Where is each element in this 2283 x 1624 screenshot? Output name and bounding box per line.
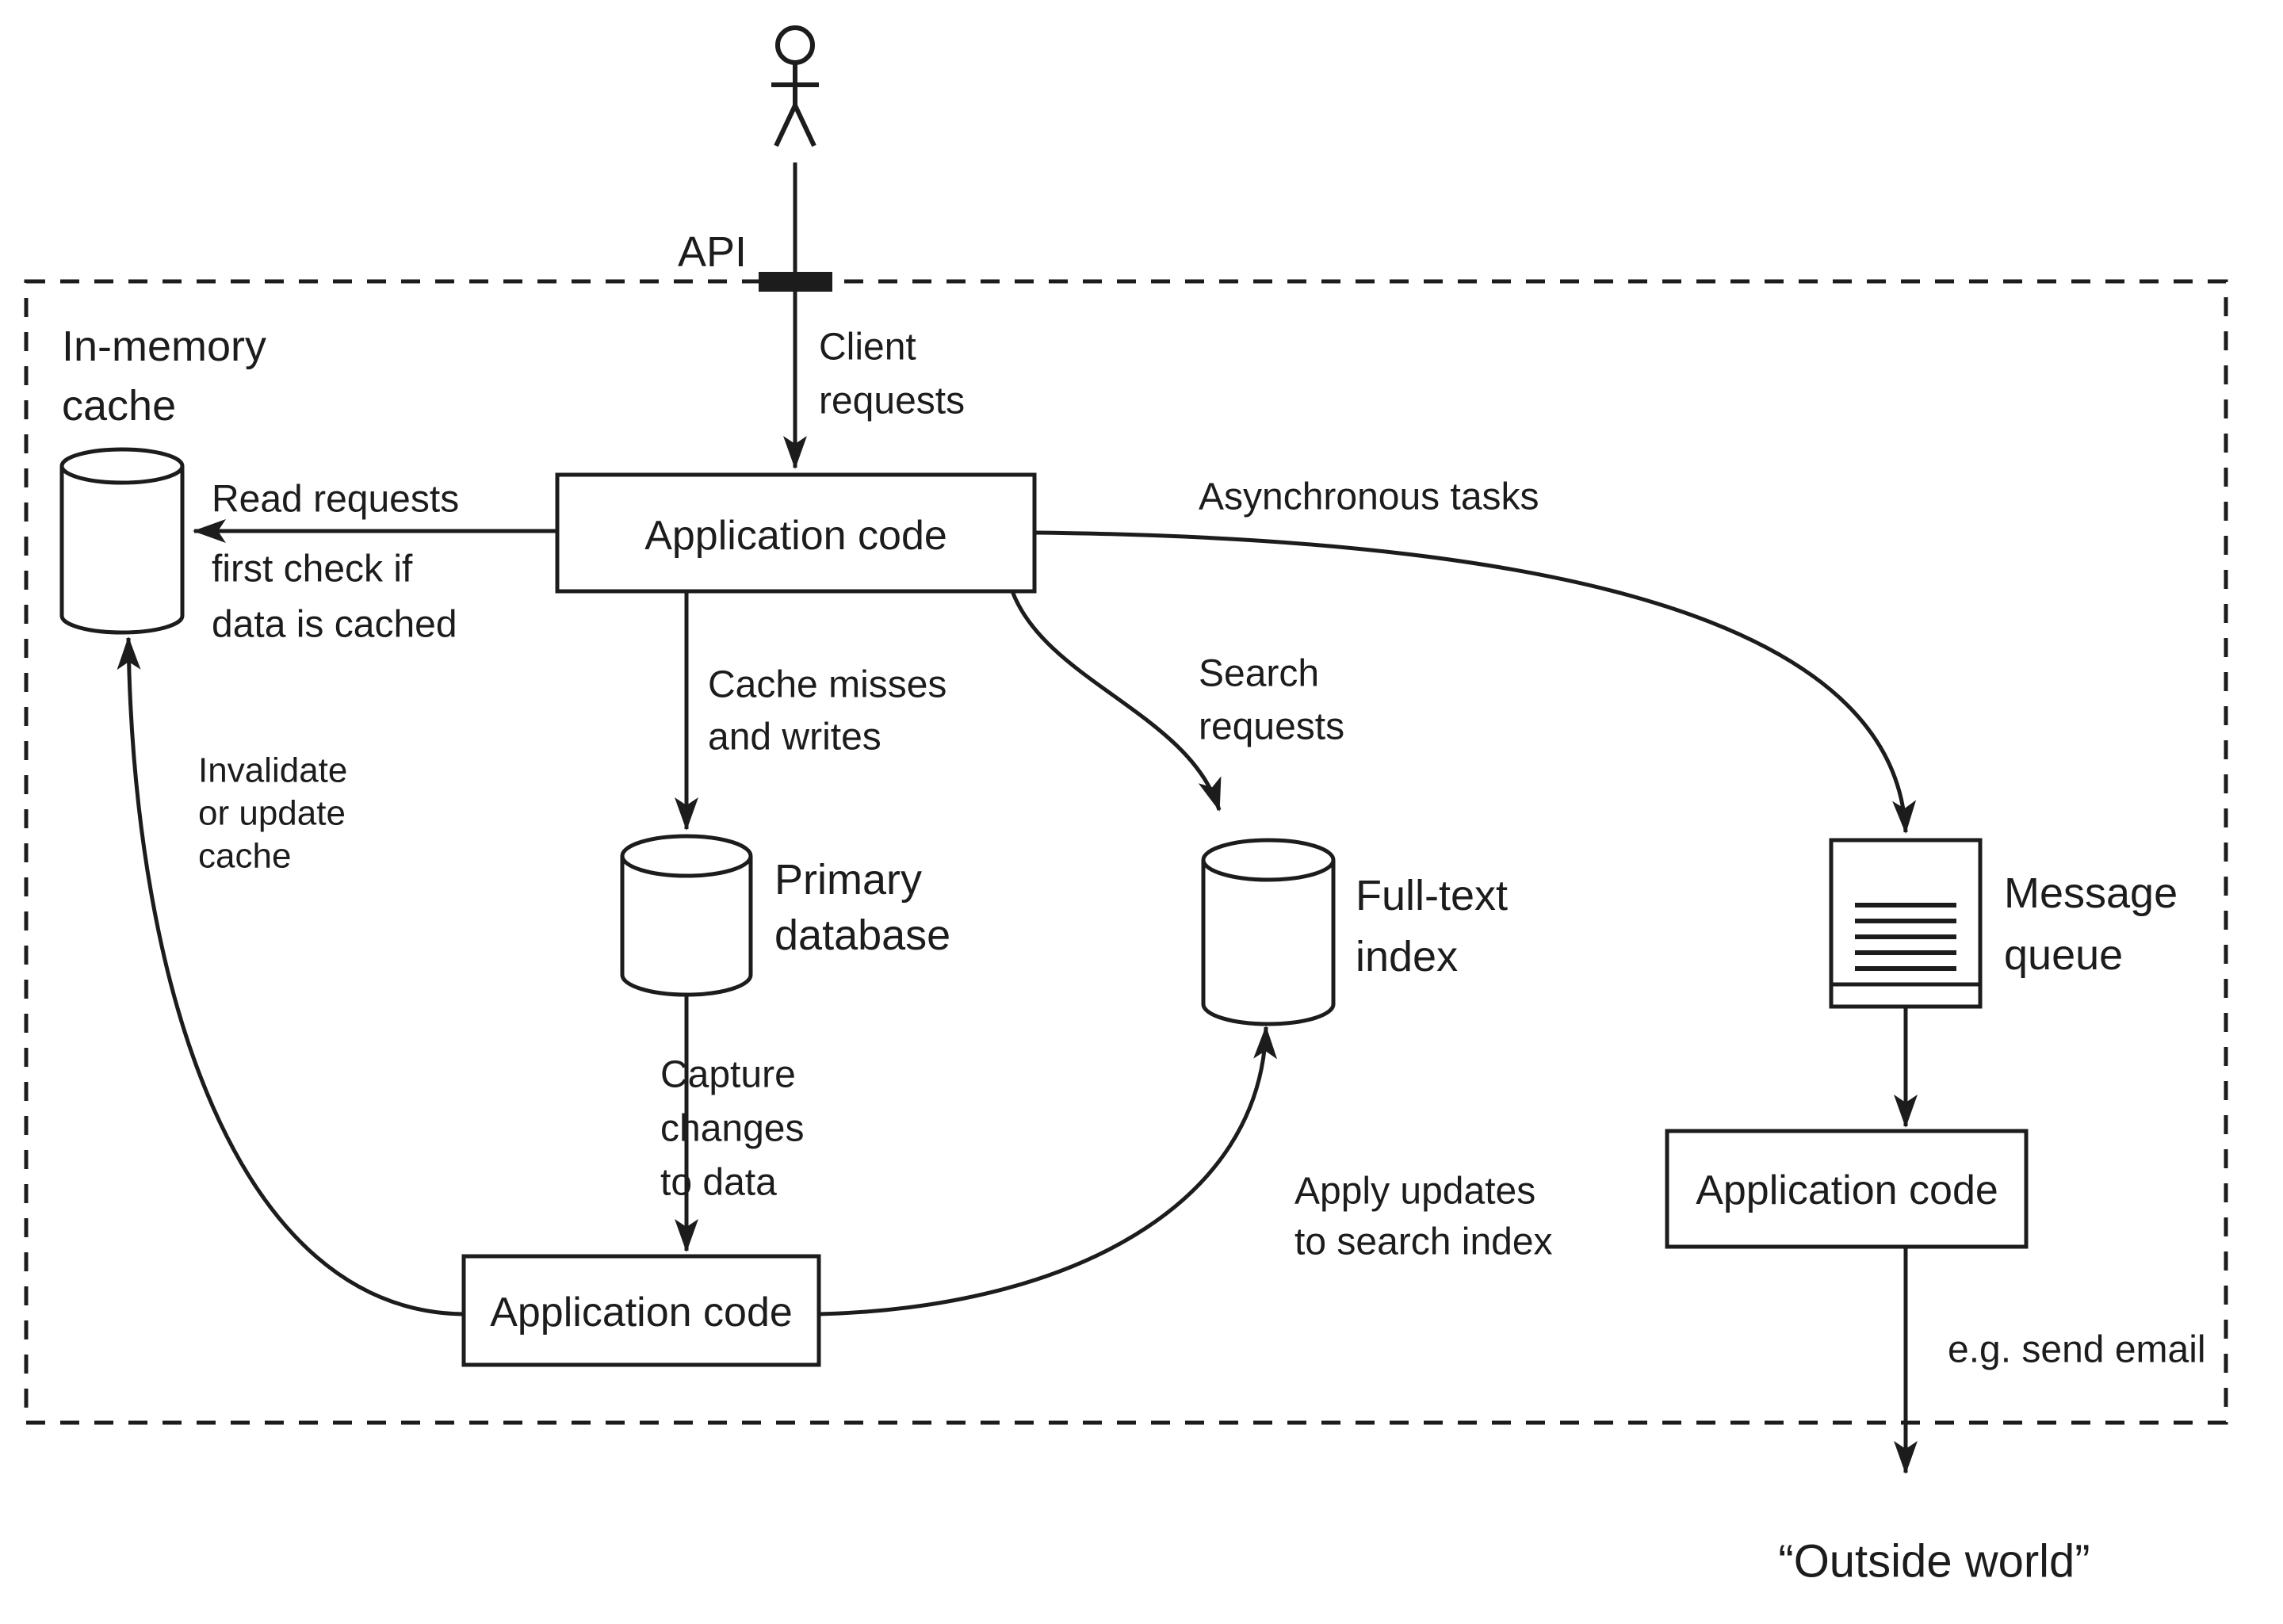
primary-database-cylinder-icon [620,834,753,997]
node-in-memory-cache-title-line2: cache [62,382,176,430]
node-application-code-right [1665,1129,2029,1249]
label-read-requests: Read requests [212,479,459,521]
label-capture-changes-line3: to data [660,1162,777,1204]
label-client-requests-line2: requests [819,380,965,422]
full-text-index-cylinder-icon [1201,838,1336,1026]
node-full-text-index-title-line2: index [1356,933,1458,980]
edge-asynchronous-tasks [1034,530,1917,834]
label-cache-misses-line2: and writes [708,716,881,759]
node-primary-database-title-line1: Primary [774,856,922,904]
label-search-requests-line1: Search [1199,653,1319,695]
system-boundary-dashed-box [24,279,2228,1425]
label-send-email: e.g. send email [1948,1329,2206,1371]
label-client-requests-line1: Client [819,327,916,369]
node-in-memory-cache-title-line1: In-memory [62,323,266,370]
label-apply-updates-line2: to search index [1294,1221,1553,1263]
message-queue-icon [1829,838,1983,1009]
label-invalidate-line3: cache [198,837,291,876]
node-message-queue-title-line1: Message [2004,869,2178,917]
label-invalidate-line2: or update [198,794,346,833]
edge-apply-updates [818,1026,1278,1316]
node-application-code-bottom-label: Application code [490,1290,793,1336]
edge-search-requests [1010,590,1222,812]
label-read-requests-sub-line2: data is cached [212,604,457,646]
node-outside-world-label: “Outside world” [1778,1536,2090,1588]
node-full-text-index-title-line1: Full-text [1356,872,1508,919]
label-invalidate-line1: Invalidate [198,751,347,790]
label-search-requests-line2: requests [1199,706,1344,748]
node-application-code-right-label: Application code [1696,1167,1998,1213]
label-asynchronous-tasks: Asynchronous tasks [1199,476,1539,518]
label-read-requests-sub-line1: first check if [212,548,413,590]
node-application-code-bottom [461,1254,821,1367]
node-message-queue-title-line2: queue [2004,931,2123,979]
edge-invalidate-cache [117,636,465,1316]
label-capture-changes-line1: Capture [660,1054,796,1096]
user-actor-icon [771,25,819,147]
label-cache-misses-line1: Cache misses [708,664,946,706]
label-capture-changes-line2: changes [660,1108,804,1150]
label-apply-updates-line1: Apply updates [1294,1171,1535,1213]
api-label: API [678,228,747,276]
node-application-code-top-label: Application code [644,513,947,559]
cache-cylinder-icon [59,447,185,635]
node-primary-database-title-line2: database [774,911,950,959]
